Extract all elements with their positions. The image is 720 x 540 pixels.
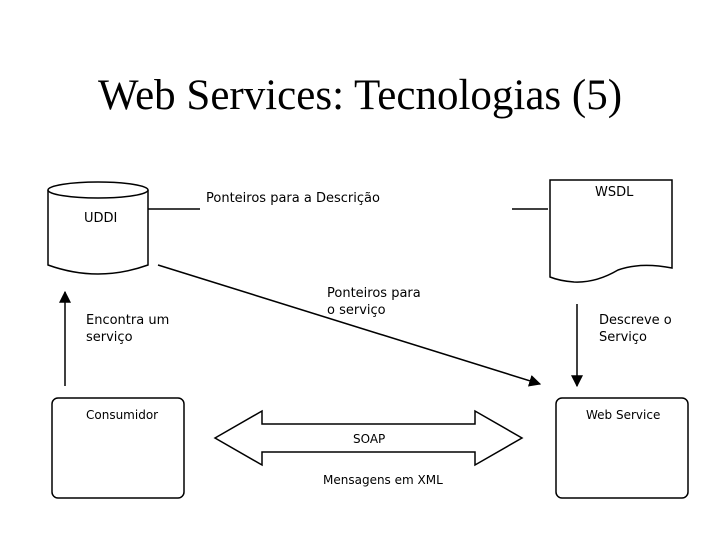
uddi-label: UDDI: [84, 211, 118, 226]
slide-title: Web Services: Tecnologias (5): [97, 72, 623, 119]
wsdl-to-web-service-label: Descreve o Serviço: [599, 313, 672, 345]
uddi-to-wsdl-label: Ponteiros para a Descrição: [206, 191, 380, 206]
web-service-box: [555, 397, 689, 499]
soap-double-arrow: [213, 409, 524, 467]
uddi-to-web-service-label: Ponteiros para o serviço: [327, 286, 421, 318]
consumidor-label: Consumidor: [86, 408, 159, 422]
uddi-to-web-service-arrow: [157, 264, 542, 387]
web-service-label: Web Service: [586, 408, 661, 422]
soap-sublabel: Mensagens em XML: [323, 473, 443, 487]
consumidor-to-uddi-label: Encontra um serviço: [86, 313, 170, 345]
consumidor-box: [51, 397, 185, 499]
uddi-database-node: [47, 181, 149, 275]
wsdl-document-node: [549, 179, 673, 283]
wsdl-label: WSDL: [595, 185, 634, 200]
soap-label: SOAP: [353, 432, 386, 446]
